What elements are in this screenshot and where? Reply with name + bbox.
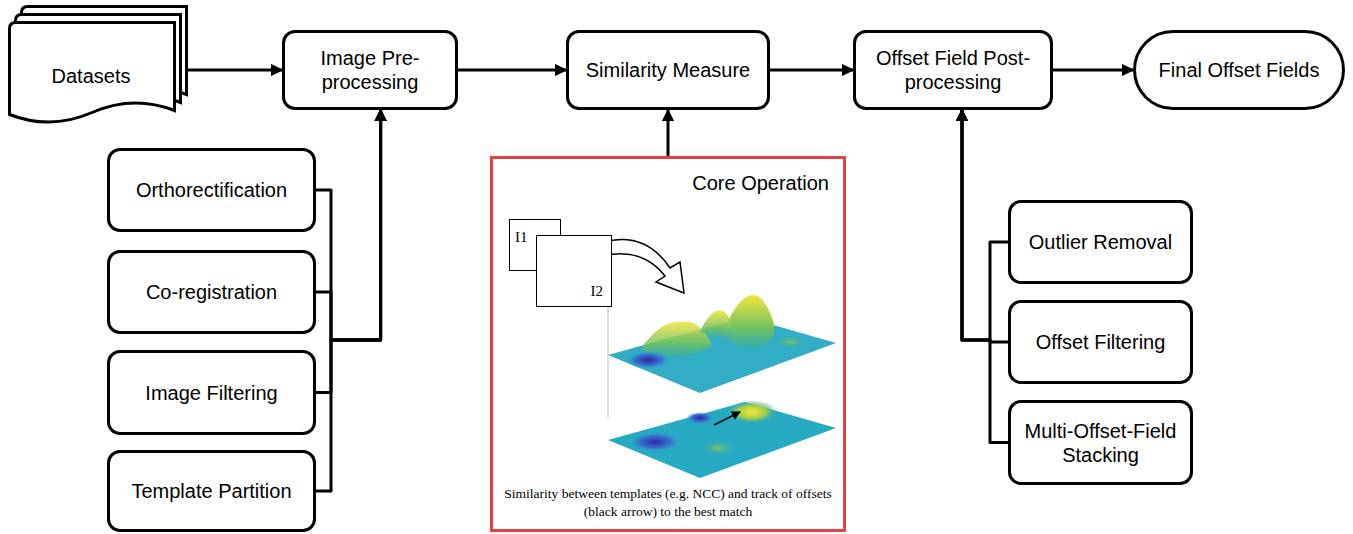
image-label: I1 [515,228,528,246]
box-label: Co-registration [146,280,277,304]
connector-arrow [316,110,381,393]
process-box: Offset Filtering [1008,300,1193,384]
connector-arrow [316,110,381,340]
box-label: Offset Filtering [1036,330,1166,354]
dataset-stack: Datasets [8,5,188,129]
process-box: Outlier Removal [1008,200,1193,284]
connector-arrow [188,69,282,72]
process-box: Image Filtering [107,350,316,435]
box-label: Orthorectification [136,178,287,202]
connector-arrow [667,110,670,156]
process-box: Multi-Offset-Field Stacking [1008,400,1193,485]
box-label: Datasets [52,64,131,88]
connector-arrow [1053,69,1133,72]
box-label: Image Filtering [145,381,277,405]
process-box: Orthorectification [107,148,316,232]
panel-caption: Similarity between templates (e.g. NCC) … [503,485,833,521]
process-box: Image Pre-processing [282,30,458,110]
box-label: Multi-Offset-Field Stacking [1021,419,1180,467]
panel-heading: Core Operation [692,171,829,195]
connector-arrow [458,69,566,72]
box-label: Offset Field Post-processing [866,46,1040,94]
document-sheet [10,23,175,123]
box-label: Outlier Removal [1029,230,1172,254]
core-operation-panel: Core OperationSimilarity between templat… [490,156,846,532]
process-box: Template Partition [107,450,316,532]
connector-arrow [770,69,853,72]
box-label: Final Offset Fields [1159,58,1320,82]
process-box: Co-registration [107,250,316,334]
box-label: Similarity Measure [586,58,750,82]
connector-arrow [316,110,381,491]
terminal-pill: Final Offset Fields [1133,30,1345,110]
connector-arrow [962,110,1008,342]
process-box: Offset Field Post-processing [853,30,1053,110]
image-label: I2 [591,282,604,300]
image-square: I2 [536,235,612,307]
connector-arrow [962,110,1008,443]
process-box: Similarity Measure [566,30,770,110]
connector-arrow [962,110,1008,340]
box-label: Image Pre-processing [295,46,445,94]
connector-arrow [316,110,381,340]
box-label: Template Partition [131,479,291,503]
